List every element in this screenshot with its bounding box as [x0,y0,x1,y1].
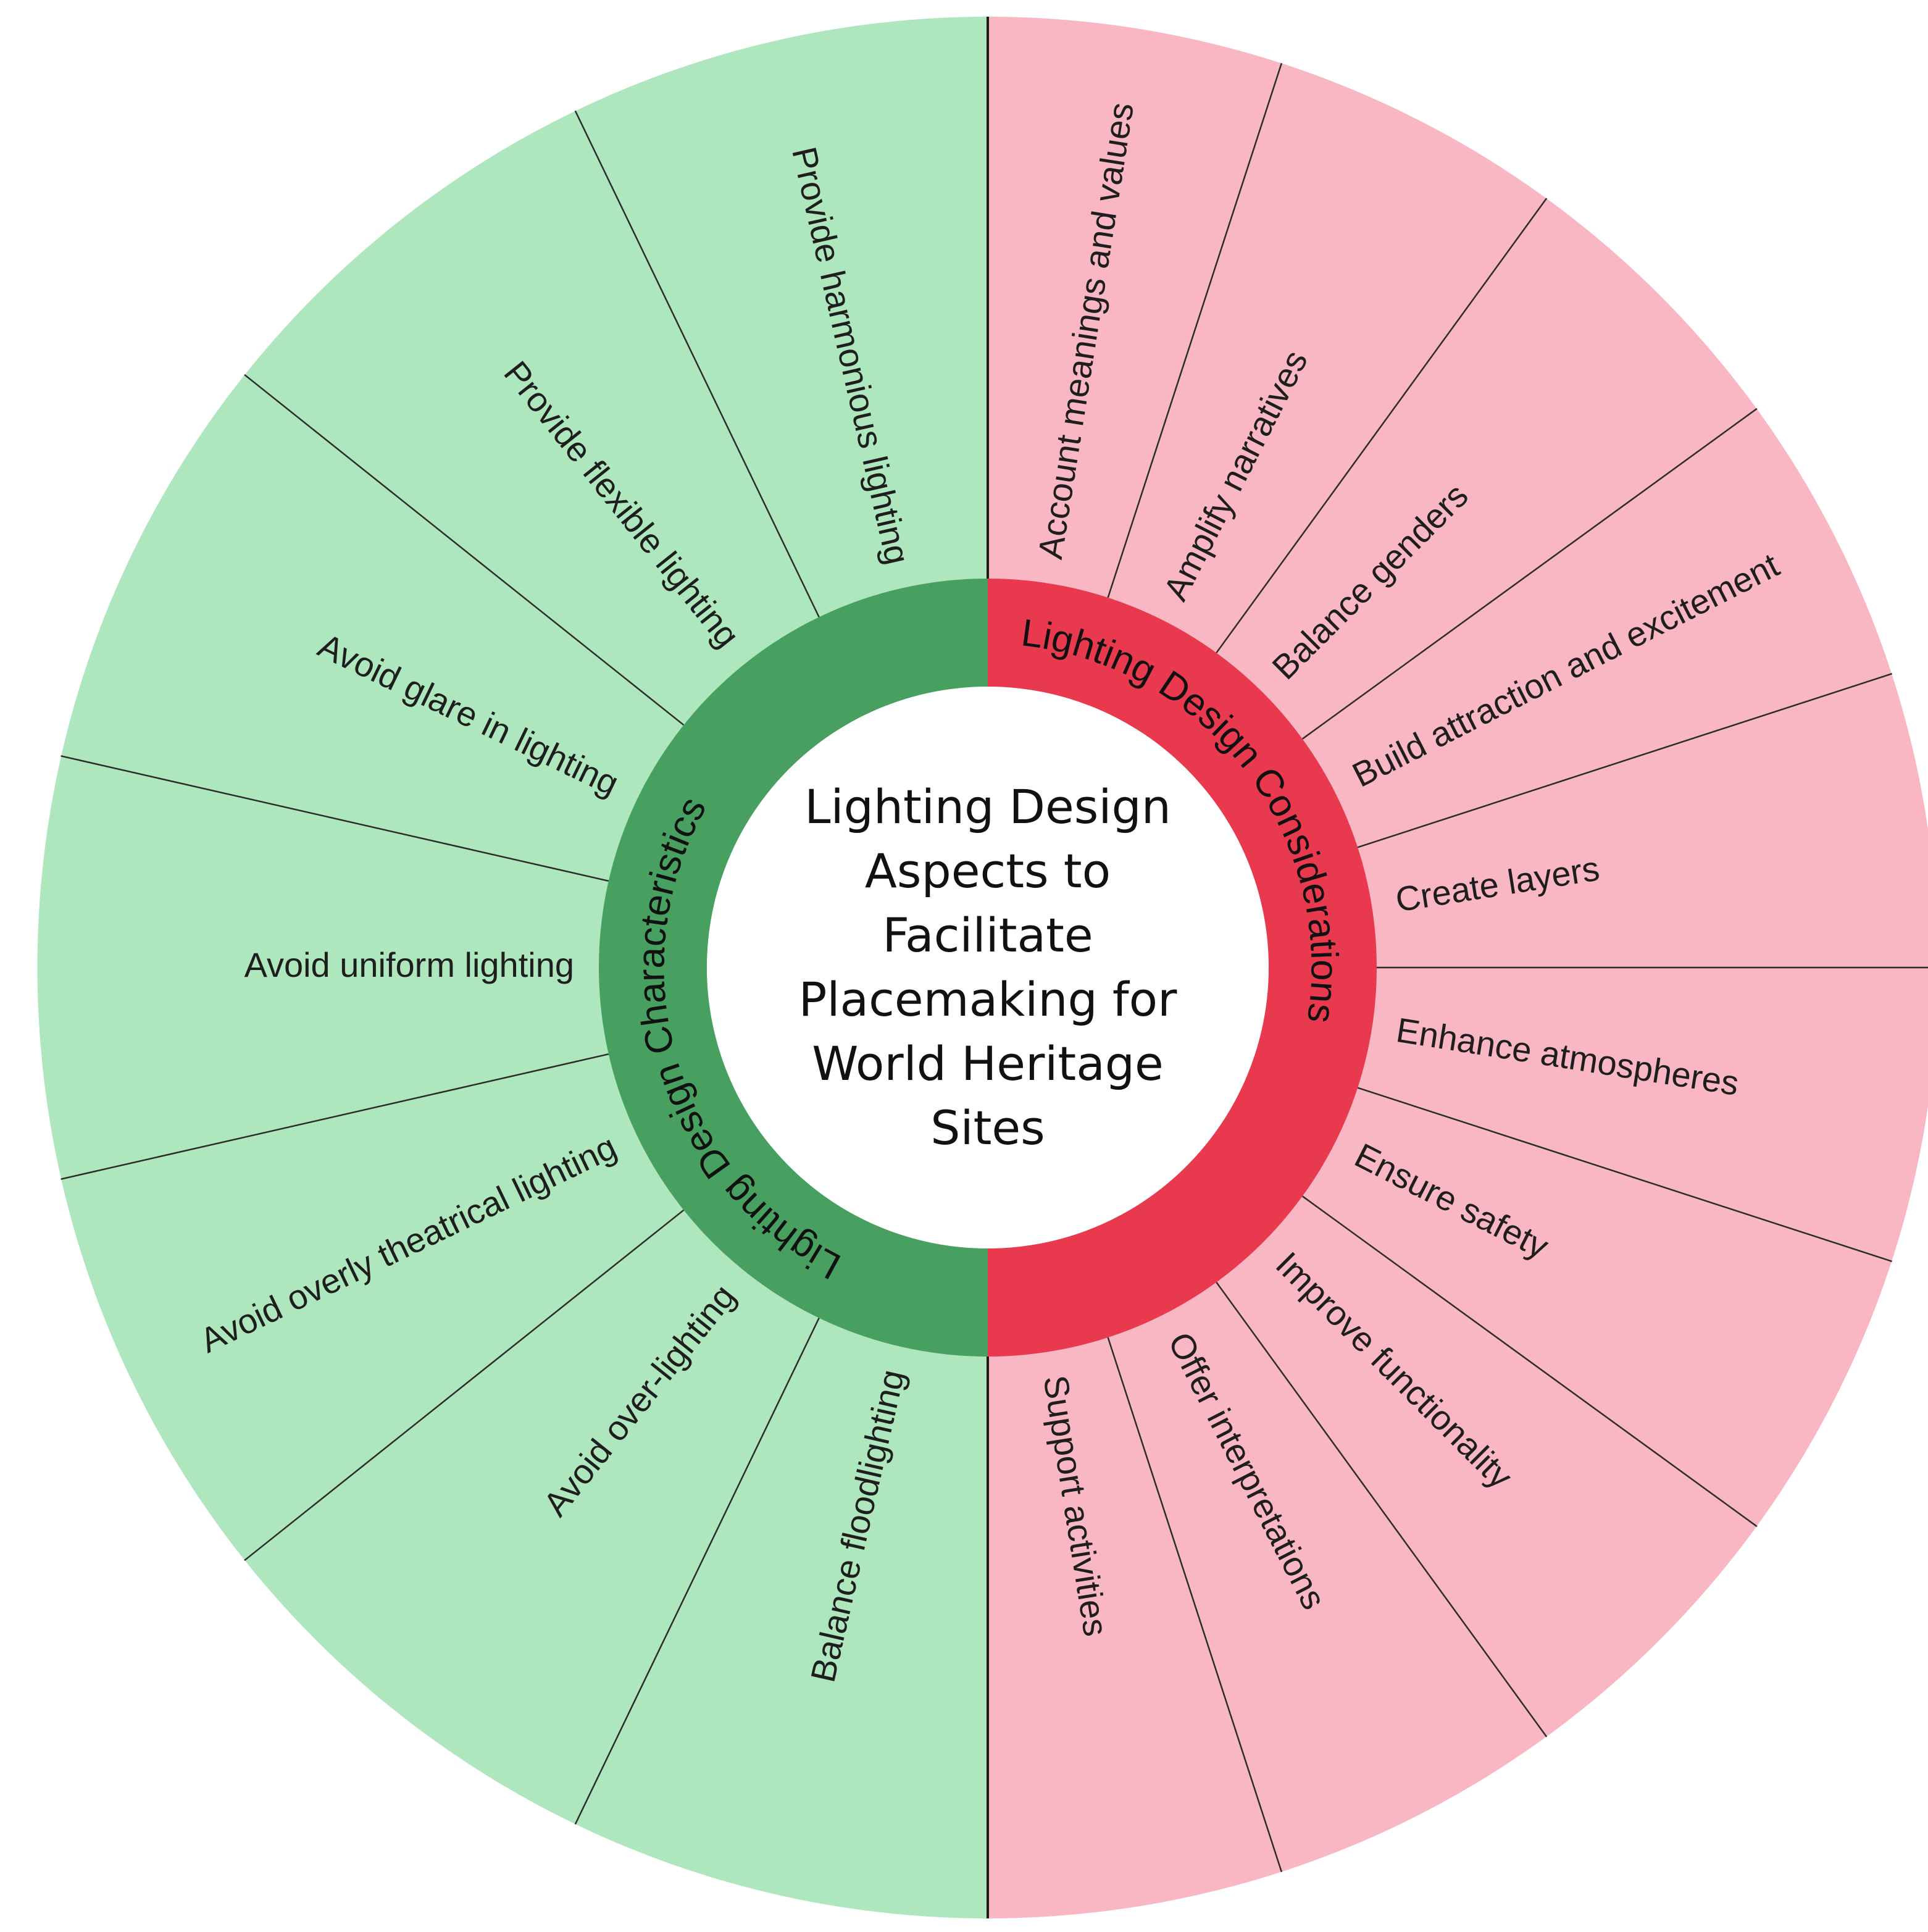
left-segment-divider [61,755,609,882]
right-segment-divider [1107,1337,1283,1873]
right-segment-divider [1216,1281,1548,1738]
right-segment-divider [1216,198,1548,654]
left-segment-divider [244,374,685,726]
left-segment-divider [574,110,820,617]
left-segment-divider [574,1318,820,1825]
left-segment-divider [244,1209,685,1562]
center-disc [707,687,1269,1248]
right-ring-band [988,579,1377,1357]
right-segment-divider [1357,672,1893,848]
left-outer-half [37,17,988,1918]
right-segment-divider [1301,1195,1758,1528]
outer-ring-layer [37,17,1928,1918]
segment-label-avoid-uniform-lighting: Avoid uniform lighting [244,945,574,984]
left-segment-divider [61,1053,609,1180]
left-ring-band [599,579,988,1357]
right-segment-divider [1301,408,1758,740]
right-segment-divider [1357,1087,1893,1263]
right-segment-divider [1107,62,1283,598]
